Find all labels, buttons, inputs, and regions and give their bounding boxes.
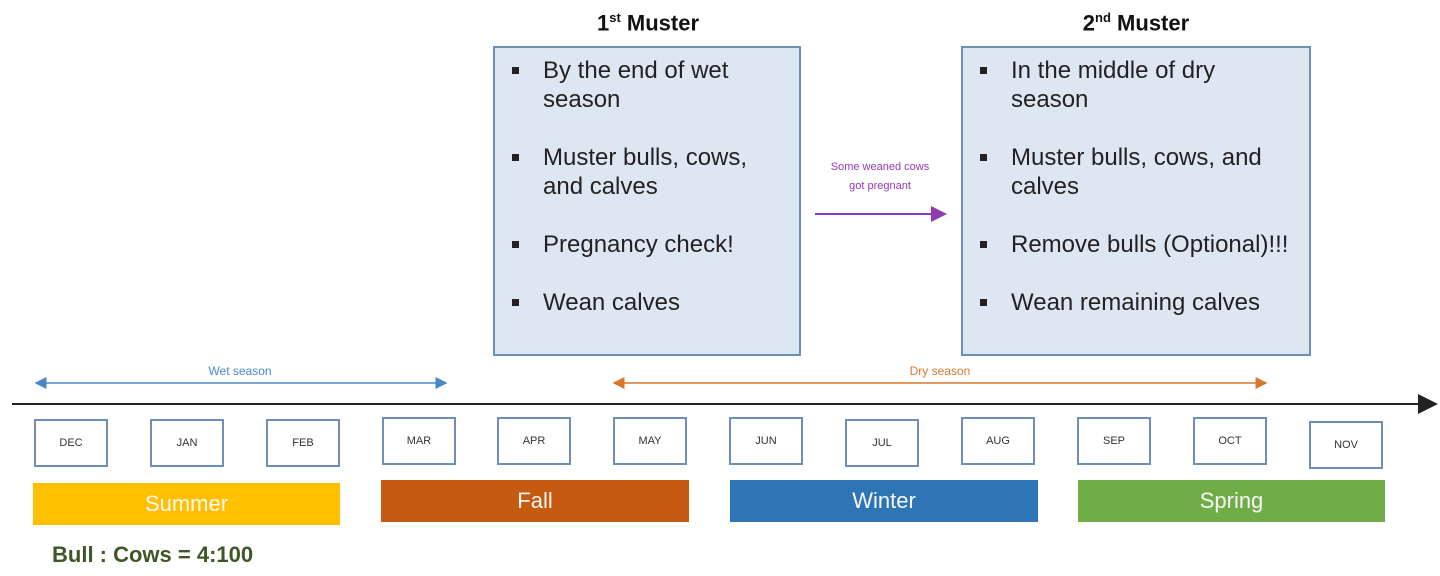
muster-1-bullet: Pregnancy check! — [512, 230, 785, 259]
muster-2-bullet: Remove bulls (Optional)!!! — [980, 230, 1295, 259]
season-fall: Fall — [381, 480, 689, 522]
season-summer: Summer — [33, 483, 340, 525]
month-feb: FEB — [266, 419, 340, 467]
muster-1-bullet: Wean calves — [512, 288, 785, 317]
month-jul: JUL — [845, 419, 919, 467]
dry-season-label: Dry season — [909, 364, 971, 378]
wet-season-label: Wet season — [208, 364, 272, 378]
season-spring: Spring — [1078, 480, 1385, 522]
month-nov: NOV — [1309, 421, 1383, 469]
month-dec: DEC — [34, 419, 108, 467]
between-note-line-1: Some weaned cows — [830, 161, 930, 173]
muster-1-title: 1st Muster — [596, 10, 700, 36]
between-note-line-2: got pregnant — [849, 180, 911, 192]
muster-2-bullet: Wean remaining calves — [980, 288, 1295, 317]
month-may: MAY — [613, 417, 687, 465]
month-apr: APR — [497, 417, 571, 465]
muster-2-title: 2nd Muster — [1082, 10, 1190, 36]
muster-2-bullet: Muster bulls, cows, and calves — [980, 143, 1295, 201]
month-mar: MAR — [382, 417, 456, 465]
bull-cow-ratio: Bull : Cows = 4:100 — [52, 542, 254, 567]
muster-2-box: In the middle of dry season Muster bulls… — [961, 46, 1311, 356]
muster-2-bullet: In the middle of dry season — [980, 56, 1295, 114]
month-jan: JAN — [150, 419, 224, 467]
muster-1-box: By the end of wet season Muster bulls, c… — [493, 46, 801, 356]
muster-1-bullet: By the end of wet season — [512, 56, 785, 114]
month-oct: OCT — [1193, 417, 1267, 465]
between-muster-note: Some weaned cows got pregnant — [800, 158, 960, 196]
month-sep: SEP — [1077, 417, 1151, 465]
month-aug: AUG — [961, 417, 1035, 465]
month-jun: JUN — [729, 417, 803, 465]
season-winter: Winter — [730, 480, 1038, 522]
muster-1-bullet: Muster bulls, cows, and calves — [512, 143, 785, 201]
